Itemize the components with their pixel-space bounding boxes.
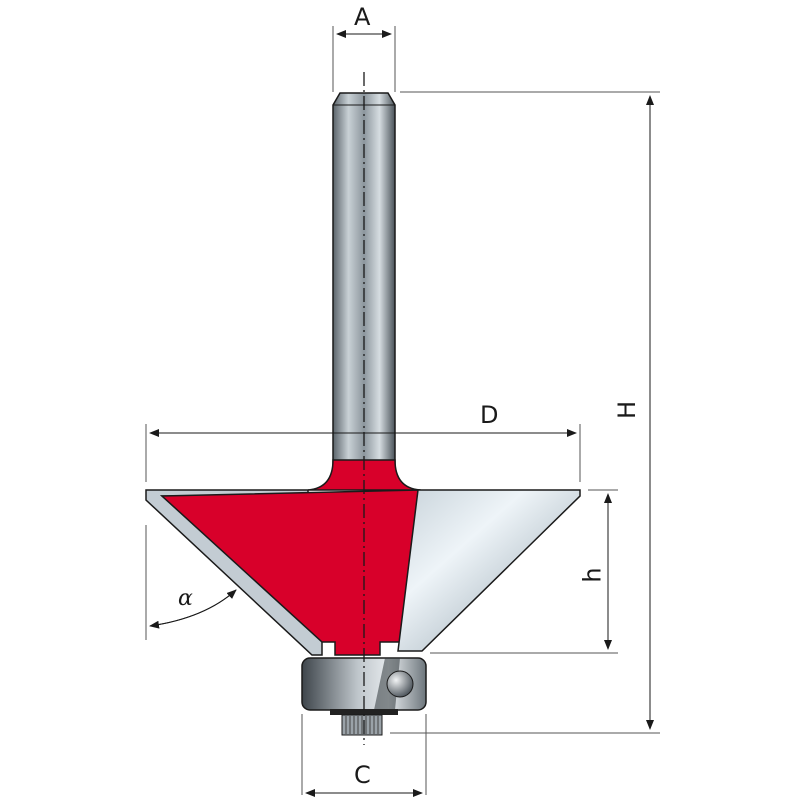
label-D: D — [480, 401, 499, 429]
label-h: h — [578, 567, 607, 583]
bearing-ball — [386, 670, 414, 698]
label-C: C — [354, 761, 371, 789]
dimension-alpha — [145, 525, 237, 640]
dimension-h — [430, 489, 618, 654]
bearing-screw — [341, 714, 383, 736]
label-A: A — [354, 3, 371, 31]
dimension-D — [145, 424, 581, 482]
label-H: H — [613, 400, 642, 420]
dimension-C — [301, 714, 427, 797]
carbide-cutter-right — [397, 489, 581, 652]
dimension-A — [332, 26, 396, 92]
dimension-H — [390, 91, 660, 734]
label-alpha: α — [178, 586, 193, 611]
